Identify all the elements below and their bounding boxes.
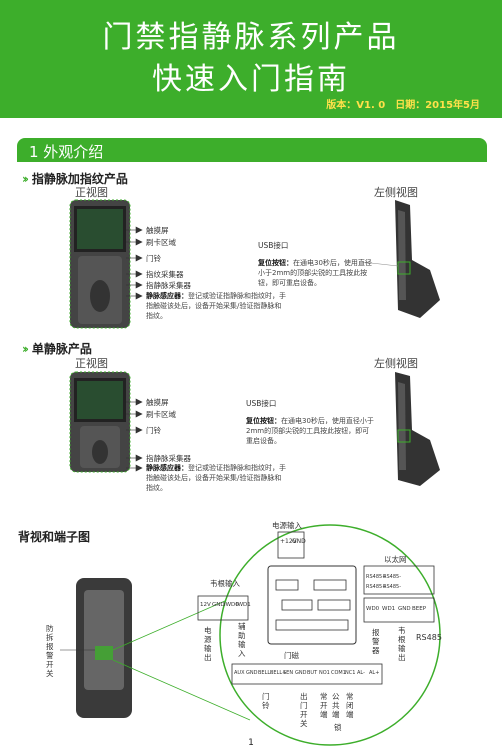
product1-front-label: 正视图 — [75, 186, 108, 199]
terminal-diagram — [197, 524, 441, 746]
pin-al-minus: AL- — [357, 670, 365, 676]
page-title: 门禁指静脉系列产品 — [102, 20, 400, 55]
weigen-out-label: 韦根输出 — [398, 626, 406, 662]
pin-bell-minus: BELL- — [258, 670, 272, 676]
weigen-out-pin-wd0: WD0 — [366, 606, 380, 612]
product2-front-label: 正视图 — [75, 357, 108, 370]
lock-label: 锁 — [334, 723, 342, 732]
weigen-in-pin-iwd1: IWD1 — [236, 602, 251, 608]
callout-touchscreen-2: 触摸屏 — [146, 398, 169, 407]
door-mag-label: 门磁 — [284, 651, 299, 660]
product2-front-device — [69, 371, 131, 473]
pin-bell-plus: BELL+ — [270, 670, 287, 676]
ethernet-label: 以太网 — [384, 555, 407, 564]
pin-gnd-2: GND — [295, 670, 307, 676]
header-banner — [0, 0, 502, 118]
pin-no1: NO1 — [319, 670, 330, 676]
com-label: 公共端 — [332, 692, 340, 719]
page-subtitle: 快速入门指南 — [152, 62, 350, 97]
product1-sensor-desc: 静脉感应器：登记或验证指静脉和指纹时，手指触碰该处后，设备开始采集/验证指静脉和… — [146, 292, 286, 320]
power-out-label: 电源输出 — [204, 626, 212, 662]
product2-reset-desc: 复位按钮：在通电30秒后，使用直径小于2mm的顶部尖锐的工具按此按钮，即可重启设… — [246, 417, 374, 445]
product2-usb-label: USB接口 — [246, 399, 277, 408]
callout-doorbell-2: 门铃 — [146, 426, 161, 435]
aux-in-label: 辅助输入 — [238, 622, 246, 658]
callout-doorbell: 门铃 — [146, 254, 161, 263]
callout-fingerprint: 指纹采集器 — [146, 270, 184, 279]
weigen-out-pin-beep: BEEP — [412, 606, 427, 612]
product1-reset-desc: 复位按钮：在通电30秒后，使用直径小于2mm的顶部尖锐的工具按此按钮，即可重启设… — [258, 259, 372, 287]
tamper-label: 防拆报警开关 — [46, 624, 54, 678]
pin-sen: SEN — [283, 670, 294, 676]
no-label: 常闭端 — [346, 692, 354, 719]
product1-side-label: 左侧视图 — [374, 186, 418, 199]
rs485-pin-1: RS485+ — [366, 574, 387, 580]
bell-label: 门铃 — [262, 692, 270, 710]
power-pin-gnd: GND — [292, 538, 306, 545]
weigen-out-pin-wd1: WD1 — [382, 606, 396, 612]
pin-com1: COM1 — [331, 670, 346, 676]
pin-aux: AUX — [234, 670, 245, 676]
weigen-in-pin-iwd0: IWD0 — [224, 602, 239, 608]
power-in-label: 电源输入 — [272, 521, 302, 530]
weigen-out-pin-gnd: GND — [398, 606, 411, 612]
rs485-label: RS485 — [416, 633, 442, 642]
pin-nc1: NC1 — [345, 670, 356, 676]
rs485-pin-3: RS485+ — [366, 584, 387, 590]
version-date: 版本：V1. 0 日期：2015年5月 — [316, 96, 480, 111]
exit-btn-label: 出门开关 — [300, 692, 308, 728]
chevron-right-icon: ›› — [22, 172, 29, 186]
rs485-pin-2: RS485- — [383, 574, 401, 580]
callout-vein-2: 指静脉采集器 — [146, 454, 191, 463]
callout-vein: 指静脉采集器 — [146, 281, 191, 290]
back-device — [60, 578, 251, 721]
pin-gnd-1: GND — [246, 670, 258, 676]
weigen-in-pin-12v: 12V — [200, 602, 211, 608]
alarm-label: 报警器 — [372, 628, 380, 655]
pin-al-plus: AL+ — [369, 670, 380, 676]
rs485-pin-4: RS485- — [383, 584, 401, 590]
chevron-right-icon: ›› — [22, 342, 29, 356]
product2-side-device — [395, 372, 440, 486]
power-pin-12v: +12V — [280, 538, 297, 545]
product1-side-device — [361, 200, 440, 318]
version-text: 版本：V1. 0 — [326, 100, 386, 111]
section-heading: 1 外观介绍 — [17, 138, 487, 162]
date-text: 日期：2015年5月 — [395, 100, 480, 111]
product1-front-device — [69, 199, 131, 329]
callout-card-area-2: 刷卡区域 — [146, 410, 176, 419]
callout-card-area: 刷卡区域 — [146, 238, 176, 247]
product2-side-label: 左侧视图 — [374, 357, 418, 370]
product1-heading: ››指静脉加指纹产品 — [22, 172, 128, 186]
page-number: 1 — [248, 738, 254, 748]
product2-heading: ››单静脉产品 — [22, 342, 92, 356]
pin-but: BUT — [307, 670, 318, 676]
weigen-in-pin-gnd: GND — [212, 602, 225, 608]
weigen-in-label: 韦根输入 — [210, 579, 240, 588]
back-heading: 背视和端子图 — [18, 530, 91, 544]
callout-touchscreen: 触摸屏 — [146, 226, 169, 235]
nc-label: 常开端 — [320, 692, 328, 719]
product2-sensor-desc: 静脉感应器：登记或验证指静脉和指纹时，手指触碰该处后，设备开始采集/验证指静脉和… — [146, 464, 286, 492]
product1-usb-label: USB接口 — [258, 241, 289, 250]
